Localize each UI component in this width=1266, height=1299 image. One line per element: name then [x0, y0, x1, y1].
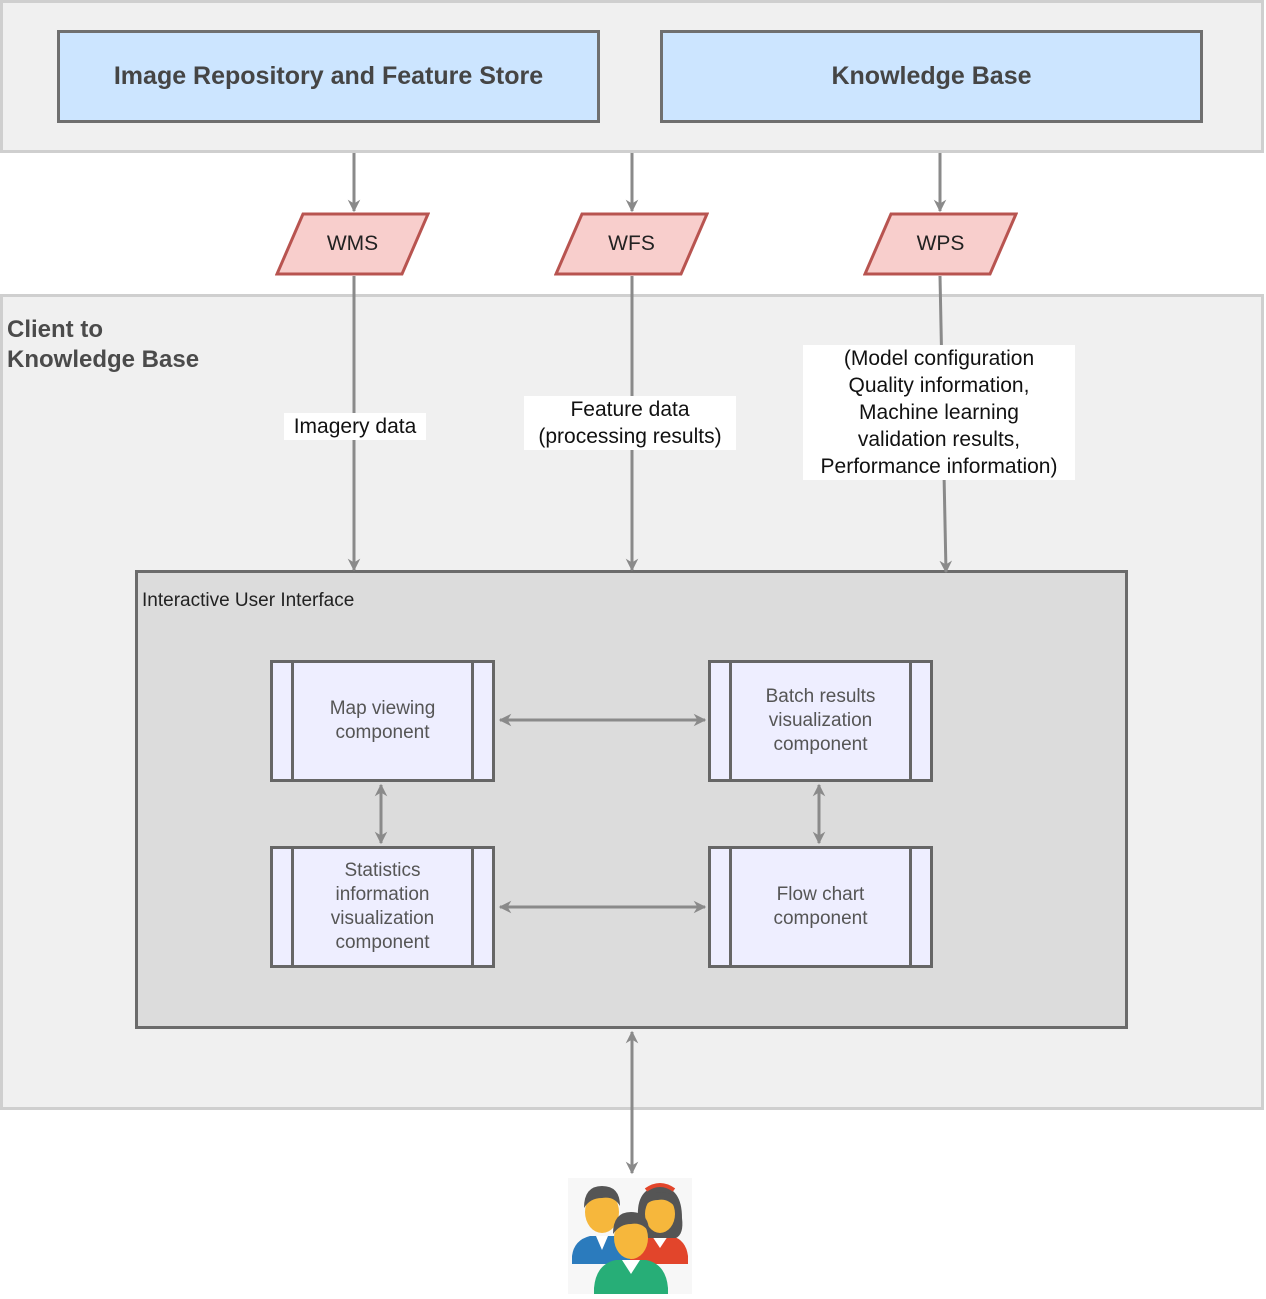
image-repository-box: Image Repository and Feature Store [57, 30, 600, 123]
statistics-component: Statistics information visualization com… [270, 846, 495, 968]
wps-shape [863, 212, 1018, 276]
stats-component-right-bar [471, 849, 474, 965]
feature-data-label: Feature data (processing results) [524, 396, 736, 450]
map-viewing-component: Map viewing component [270, 660, 495, 782]
wfs-service: WFS [554, 212, 709, 276]
flow-component-left-bar [729, 849, 732, 965]
wms-shape [275, 212, 430, 276]
batch-component-right-bar [909, 663, 912, 779]
map-component-label: Map viewing component [329, 698, 436, 743]
wps-label: WPS [916, 232, 965, 255]
imagery-data-label: Imagery data [284, 413, 426, 440]
image-repository-label: Image Repository and Feature Store [113, 62, 544, 90]
wfs-shape [554, 212, 709, 276]
stats-component-left-bar [291, 849, 294, 965]
batch-component-left-bar [729, 663, 732, 779]
map-component-left-bar [291, 663, 294, 779]
client-group-label-line1: Client to [7, 316, 103, 343]
flow-chart-component: Flow chart component [708, 846, 933, 968]
flow-component-label: Flow chart component [773, 884, 868, 929]
map-component-right-bar [471, 663, 474, 779]
wps-outputs-label: (Model configuration Quality information… [803, 345, 1075, 480]
flow-component-right-bar [909, 849, 912, 965]
client-group-label: Client to Knowledge Base [7, 315, 307, 375]
batch-component-label: Batch results visualization component [765, 686, 876, 755]
stats-component-label: Statistics information visualization com… [330, 860, 435, 953]
client-group-label-line2: Knowledge Base [7, 346, 200, 373]
knowledge-base-label: Knowledge Base [831, 62, 1032, 90]
wms-service: WMS [275, 212, 430, 276]
wms-label: WMS [326, 232, 379, 255]
wfs-label: WFS [608, 232, 655, 255]
interactive-ui-title: Interactive User Interface [142, 590, 355, 611]
batch-results-component: Batch results visualization component [708, 660, 933, 782]
wps-service: WPS [863, 212, 1018, 276]
users-group-icon [568, 1178, 692, 1294]
knowledge-base-box: Knowledge Base [660, 30, 1203, 123]
